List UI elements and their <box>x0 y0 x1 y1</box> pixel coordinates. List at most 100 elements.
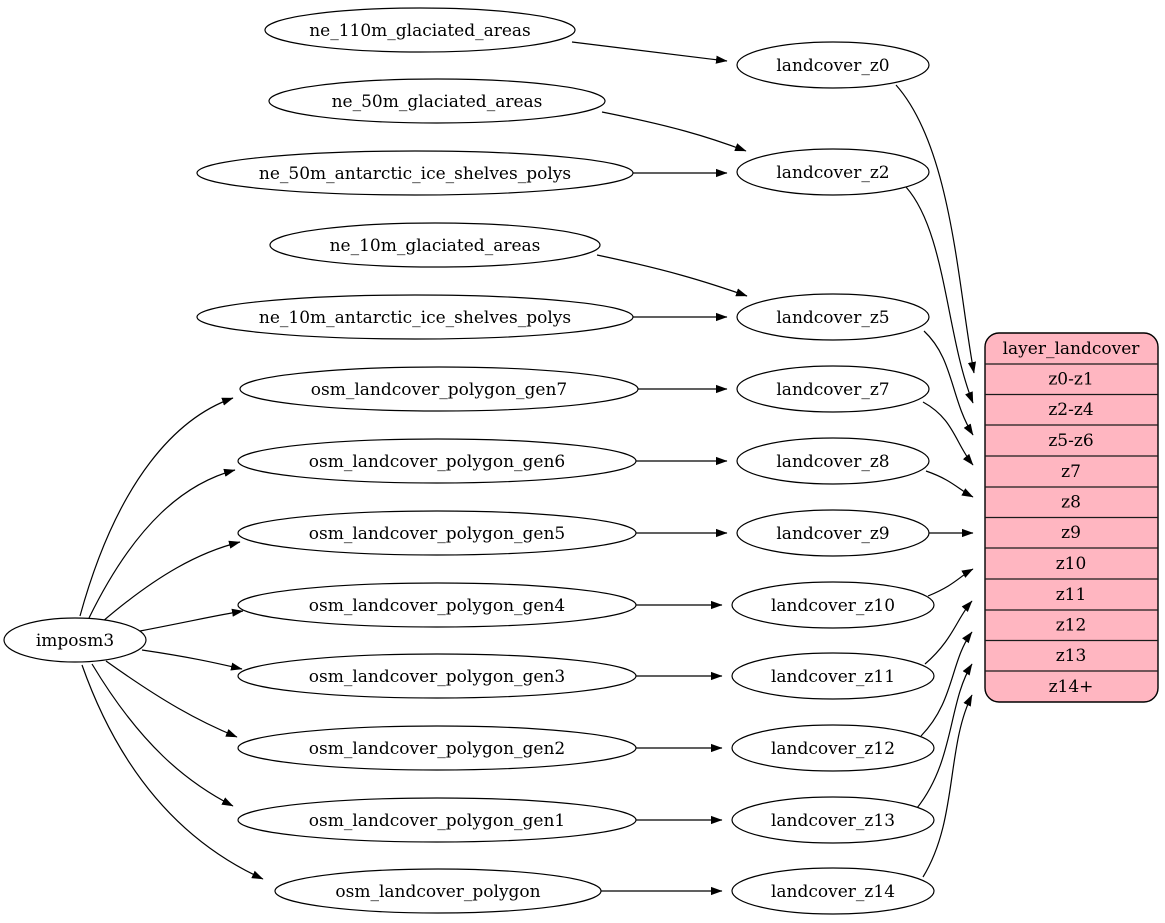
node-landcover-z12: landcover_z12 <box>731 724 935 772</box>
edge-imposm3-to-gen2 <box>105 660 238 738</box>
table-row-z0-z1: z0-z1 <box>1048 370 1093 390</box>
edge-landcover-z11-to-row-z11 <box>924 600 973 665</box>
edge-imposm3-to-osm-landcover-polygon <box>81 664 264 880</box>
node-landcover-z5-label: landcover_z5 <box>776 308 889 328</box>
node-landcover-z8: landcover_z8 <box>736 437 930 485</box>
node-osm-landcover-polygon-gen5-shape <box>237 510 637 556</box>
edge-ne-110m-glaciated-areas-to-landcover-z0 <box>571 41 728 64</box>
node-landcover-z0-shape <box>736 41 930 89</box>
edge-landcover-z7-to-row-z7 <box>922 401 974 466</box>
node-osm-landcover-polygon-gen4-label: osm_landcover_polygon_gen4 <box>309 596 565 616</box>
edges-imposm3-to-osm <box>79 397 264 880</box>
node-osm-landcover-polygon-shape <box>274 868 602 914</box>
node-landcover-z9-shape <box>736 509 930 557</box>
node-ne-50m-antarctic-ice-shelves-polys-shape <box>196 150 634 196</box>
node-osm-landcover-polygon-gen5-label: osm_landcover_polygon_gen5 <box>309 524 565 544</box>
edges-sources-to-generalized <box>571 41 748 896</box>
node-landcover-z5-shape <box>736 293 930 341</box>
node-landcover-z8-shape <box>736 437 930 485</box>
table-header-label: layer_landcover <box>1003 339 1141 359</box>
node-osm-landcover-polygon-label: osm_landcover_polygon <box>335 882 540 902</box>
node-landcover-z8-label: landcover_z8 <box>776 452 889 472</box>
node-landcover-z14-label: landcover_z14 <box>771 882 895 902</box>
node-osm-landcover-polygon-gen3-label: osm_landcover_polygon_gen3 <box>309 667 565 687</box>
node-landcover-z9: landcover_z9 <box>736 509 930 557</box>
table-row-z14plus: z14+ <box>1049 677 1094 697</box>
node-osm-landcover-polygon-gen7-label: osm_landcover_polygon_gen7 <box>311 380 567 400</box>
node-imposm3-shape <box>3 617 147 663</box>
edge-imposm3-to-gen1 <box>91 663 234 807</box>
table-row-z5-z6: z5-z6 <box>1048 431 1093 451</box>
node-ne-50m-glaciated-areas-label: ne_50m_glaciated_areas <box>332 92 543 112</box>
node-landcover-z5: landcover_z5 <box>736 293 930 341</box>
node-ne-10m-glaciated-areas: ne_10m_glaciated_areas <box>269 222 601 268</box>
node-ne-10m-antarctic-ice-shelves-polys: ne_10m_antarctic_ice_shelves_polys <box>196 294 634 340</box>
node-osm-landcover-polygon-gen1-label: osm_landcover_polygon_gen1 <box>309 811 565 831</box>
node-landcover-z11: landcover_z11 <box>731 652 935 700</box>
node-ne-10m-glaciated-areas-shape <box>269 222 601 268</box>
node-ne-50m-antarctic-ice-shelves-polys: ne_50m_antarctic_ice_shelves_polys <box>196 150 634 196</box>
edge-ne-50m-glaciated-areas-to-landcover-z2 <box>601 111 747 152</box>
node-landcover-z12-shape <box>731 724 935 772</box>
node-landcover-z13-label: landcover_z13 <box>771 811 895 831</box>
node-osm-landcover-polygon-gen6-label: osm_landcover_polygon_gen6 <box>309 452 565 472</box>
node-landcover-z0: landcover_z0 <box>736 41 930 89</box>
node-osm-landcover-polygon-gen4: osm_landcover_polygon_gen4 <box>237 582 637 628</box>
edge-landcover-z13-to-row-z13 <box>916 663 973 809</box>
node-osm-landcover-polygon-gen1-shape <box>237 797 637 843</box>
edge-ne-10m-glaciated-areas-to-landcover-z5 <box>596 254 748 297</box>
table-row-z11: z11 <box>1056 585 1087 605</box>
node-osm-landcover-polygon-gen3: osm_landcover_polygon_gen3 <box>237 653 637 699</box>
node-osm-landcover-polygon-gen2-label: osm_landcover_polygon_gen2 <box>309 739 565 759</box>
node-osm-landcover-polygon-gen2-shape <box>237 725 637 771</box>
node-osm-landcover-polygon-gen4-shape <box>237 582 637 628</box>
node-osm-landcover-polygon-gen3-shape <box>237 653 637 699</box>
table-row-z8: z8 <box>1061 493 1081 513</box>
node-ne-110m-glaciated-areas-shape <box>264 7 576 53</box>
table-layer-landcover: layer_landcover z0-z1 z2-z4 z5-z6 z7 z8 … <box>984 332 1159 703</box>
table-row-z2-z4: z2-z4 <box>1048 400 1093 420</box>
node-ne-10m-glaciated-areas-label: ne_10m_glaciated_areas <box>330 236 541 256</box>
node-osm-landcover-polygon-gen2: osm_landcover_polygon_gen2 <box>237 725 637 771</box>
node-osm-landcover-polygon-gen5: osm_landcover_polygon_gen5 <box>237 510 637 556</box>
edge-landcover-z8-to-row-z8 <box>925 470 974 498</box>
table-row-z9: z9 <box>1061 523 1081 543</box>
node-osm-landcover-polygon-gen1: osm_landcover_polygon_gen1 <box>237 797 637 843</box>
node-landcover-z7: landcover_z7 <box>736 365 930 413</box>
node-ne-110m-glaciated-areas: ne_110m_glaciated_areas <box>264 7 576 53</box>
node-landcover-z14-shape <box>731 867 935 915</box>
edges-generalized-to-table <box>895 84 976 878</box>
node-landcover-z0-label: landcover_z0 <box>776 56 889 76</box>
edge-imposm3-to-gen3 <box>141 649 243 671</box>
edge-landcover-z0-to-row-z0-z1 <box>895 84 976 374</box>
node-landcover-z13: landcover_z13 <box>731 796 935 844</box>
node-ne-10m-antarctic-ice-shelves-polys-shape <box>196 294 634 340</box>
table-row-z12: z12 <box>1056 616 1087 636</box>
node-landcover-z10: landcover_z10 <box>731 581 935 629</box>
node-ne-110m-glaciated-areas-label: ne_110m_glaciated_areas <box>309 21 531 41</box>
node-imposm3-label: imposm3 <box>36 631 114 651</box>
edge-imposm3-to-gen7 <box>79 397 234 617</box>
node-landcover-z9-label: landcover_z9 <box>776 524 889 544</box>
edge-landcover-z14-to-row-z14plus <box>922 694 973 878</box>
edge-imposm3-to-gen5 <box>101 540 241 623</box>
node-osm-landcover-polygon-gen6: osm_landcover_polygon_gen6 <box>237 438 637 484</box>
table-row-z10: z10 <box>1056 554 1087 574</box>
node-ne-10m-antarctic-ice-shelves-polys-label: ne_10m_antarctic_ice_shelves_polys <box>259 308 571 328</box>
edge-imposm3-to-gen4 <box>139 608 244 632</box>
table-row-z13: z13 <box>1056 646 1087 666</box>
node-landcover-z10-shape <box>731 581 935 629</box>
node-ne-50m-glaciated-areas-shape <box>268 78 606 124</box>
node-osm-landcover-polygon-gen7-shape <box>239 366 639 412</box>
node-ne-50m-glaciated-areas: ne_50m_glaciated_areas <box>268 78 606 124</box>
node-ne-50m-antarctic-ice-shelves-polys-label: ne_50m_antarctic_ice_shelves_polys <box>259 164 571 184</box>
node-landcover-z13-shape <box>731 796 935 844</box>
edge-landcover-z10-to-row-z10 <box>927 568 974 597</box>
edge-imposm3-to-gen6 <box>88 468 236 619</box>
node-landcover-z12-label: landcover_z12 <box>771 739 895 759</box>
node-landcover-z11-label: landcover_z11 <box>771 667 895 687</box>
node-landcover-z2-label: landcover_z2 <box>776 163 889 183</box>
node-landcover-z2-shape <box>736 148 930 196</box>
node-osm-landcover-polygon: osm_landcover_polygon <box>274 868 602 914</box>
